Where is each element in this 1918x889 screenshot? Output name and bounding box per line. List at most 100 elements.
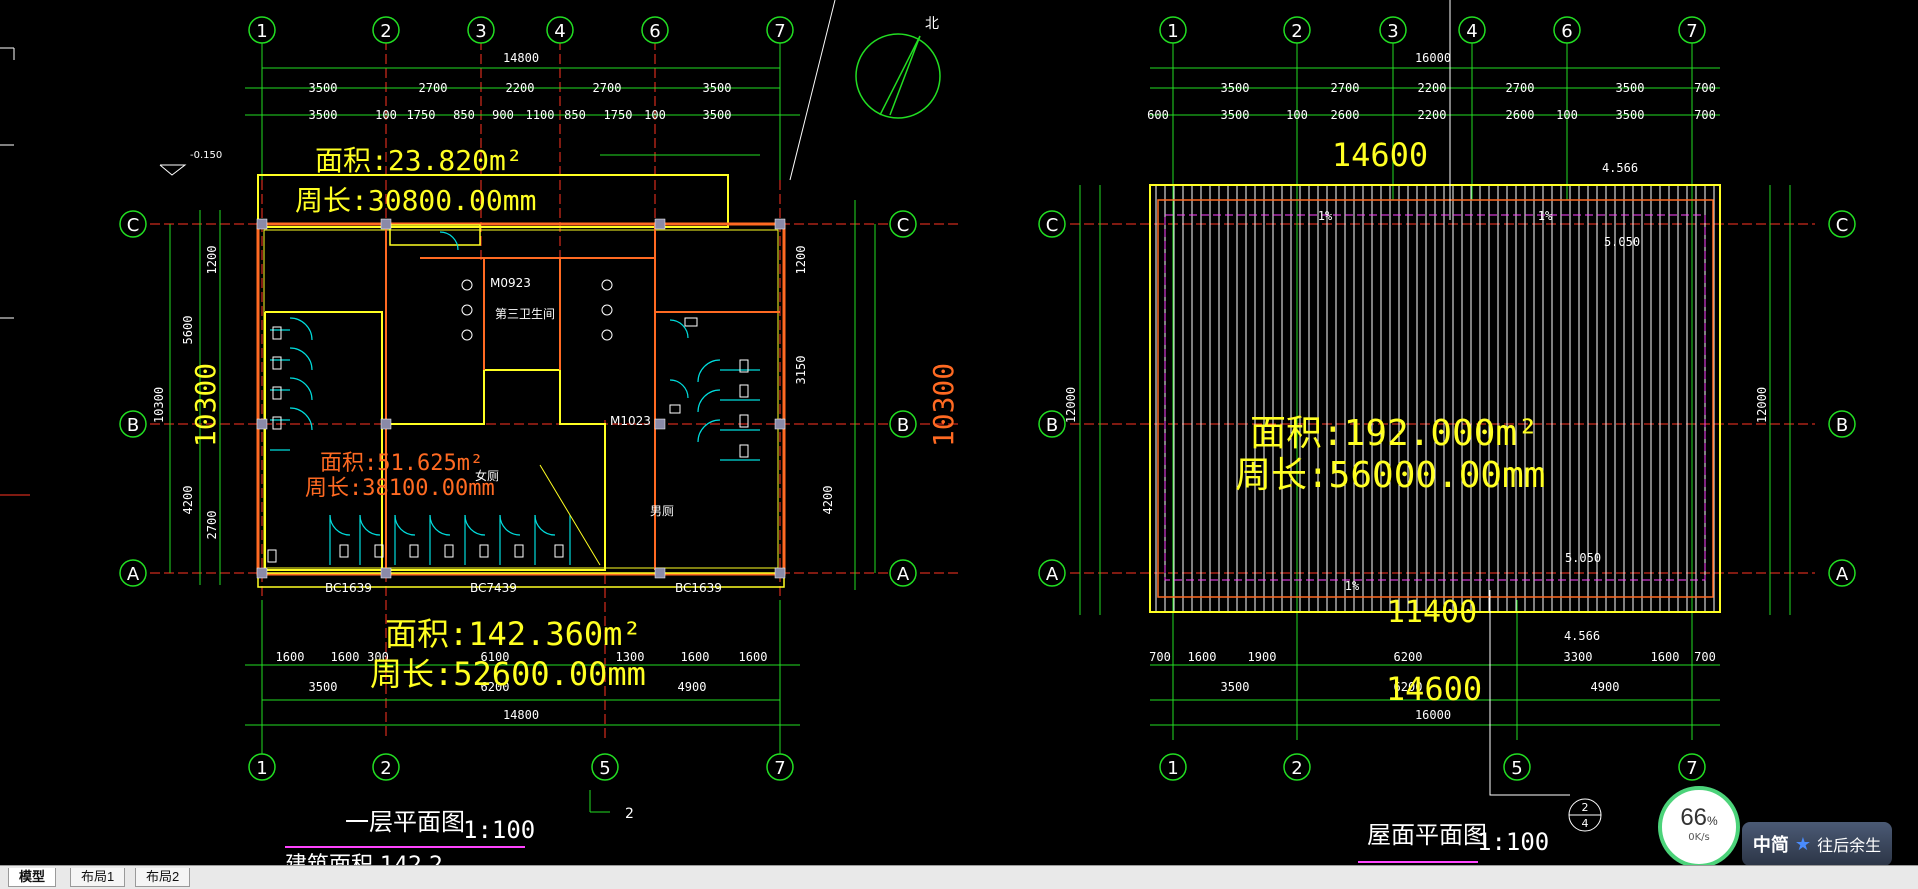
roof-plan[interactable]: 2 4 1 2 3 4 6 7 1 2 5 7 C B A C B A <box>1038 0 1856 863</box>
roof-vertical-dims: 12000 12000 <box>1064 387 1769 423</box>
axis-labels-roof: 1 2 3 4 6 7 1 2 5 7 C B A C B A <box>1046 21 1849 779</box>
dim: 1750 <box>407 108 436 122</box>
dim: 2600 <box>1331 108 1360 122</box>
tab-layout2[interactable]: 布局2 <box>135 868 191 887</box>
perimeter-label: 周长:30800.00mm <box>295 184 536 217</box>
room-label-third-wc: 第三卫生间 <box>495 307 555 321</box>
speed-percent: 66% <box>1680 804 1718 831</box>
room-label-female: 女厕 <box>475 468 499 483</box>
dim: 600 <box>1147 108 1169 122</box>
dim: 3300 <box>1564 650 1593 664</box>
ime-toolbar[interactable]: 中简 ★ 往后余生 <box>1742 822 1892 866</box>
elevation-label: 5.050 <box>1565 551 1601 565</box>
window-label: BC1639 <box>325 581 372 595</box>
dim: 2700 <box>593 81 622 95</box>
ramp-line <box>539 0 836 566</box>
dim: 1100 <box>526 108 555 122</box>
star-icon: ★ <box>1794 833 1812 855</box>
dim: 3500 <box>703 108 732 122</box>
wc-pans <box>267 279 749 563</box>
axis-label: 6 <box>1561 21 1572 42</box>
dim: 100 <box>1286 108 1308 122</box>
dim: 3500 <box>309 680 338 694</box>
dimension-lines <box>169 40 876 760</box>
dim: 4900 <box>678 680 707 694</box>
axis-label: 7 <box>1686 758 1697 779</box>
axis-label: 1 <box>1167 758 1178 779</box>
dim-inner-bottom: 11400 <box>1387 595 1477 630</box>
axis-label: B <box>1046 415 1058 436</box>
dim: 1600 <box>1188 650 1217 664</box>
axis-label: 3 <box>1387 21 1398 42</box>
tab-layout1[interactable]: 布局1 <box>70 868 126 887</box>
axis-bubbles-ff-top <box>248 16 794 44</box>
plan-title-first-floor: 一层平面图 <box>345 808 465 836</box>
tab-model[interactable]: 模型 <box>8 868 57 887</box>
dim: 4200 <box>821 486 835 515</box>
dim-left-total: 12000 <box>1064 387 1078 423</box>
section-ref-number: 2 <box>625 806 634 822</box>
section-leader <box>1489 590 1570 796</box>
slope-label: 1% <box>1538 209 1553 223</box>
floor-walls <box>256 174 786 588</box>
dim: 1600 <box>739 650 768 664</box>
dim: 850 <box>453 108 475 122</box>
dim: 6200 <box>481 680 510 694</box>
first-floor-plan[interactable]: 北 1 2 3 4 6 7 1 2 5 7 <box>119 0 960 865</box>
axis-label: 4 <box>554 21 565 42</box>
axis-label: B <box>1836 415 1848 436</box>
elevation-label: 4.566 <box>1602 161 1638 175</box>
roof-inner-outline <box>1164 214 1706 581</box>
roof-outer-outline <box>1157 199 1714 598</box>
dim: 6200 <box>1394 650 1423 664</box>
axis-label: B <box>127 415 139 436</box>
ff-area-labels: 面积:23.820m² 周长:30800.00mm 面积:51.625m² 周长… <box>295 144 646 693</box>
dim: 700 <box>1694 650 1716 664</box>
axis-label: C <box>897 215 910 236</box>
dim: 4200 <box>181 486 195 515</box>
axis-label: A <box>1046 564 1059 585</box>
axis-label: C <box>1046 215 1059 236</box>
ff-vertical-dims: 1200 5600 4200 2700 1200 3150 4200 10300 <box>152 246 835 540</box>
door-label: M1023 <box>610 414 651 428</box>
dim-right-total: 10300 <box>927 363 960 447</box>
plan-title-roof: 屋面平面图 <box>1367 821 1487 849</box>
dim: 100 <box>1556 108 1578 122</box>
axis-label: B <box>897 415 909 436</box>
axis-label: C <box>1836 215 1849 236</box>
dim: 2700 <box>1331 81 1360 95</box>
ime-brand: 中简 <box>1752 835 1789 856</box>
perimeter-label: 周长:52600.00mm <box>370 655 646 693</box>
ff-room-labels: 第三卫生间 女厕 男厕 M0923 M1023 BC1639 BC7439 BC… <box>190 150 722 595</box>
dim: 100 <box>375 108 397 122</box>
dim-left-inner: 10300 <box>152 387 166 423</box>
elevation-label: 5.050 <box>1604 235 1640 249</box>
left-edge-marks <box>0 47 30 496</box>
roof-hatch-area <box>1149 184 1721 613</box>
dim: 1600 <box>276 650 305 664</box>
axis-label: 2 <box>380 758 391 779</box>
axis-label: 2 <box>1291 758 1302 779</box>
dim-total-bottom: 14800 <box>503 708 539 722</box>
dim: 2200 <box>506 81 535 95</box>
axis-label: 2 <box>380 21 391 42</box>
dim: 700 <box>1694 81 1716 95</box>
dim: 900 <box>492 108 514 122</box>
axis-label: 5 <box>1511 758 1522 779</box>
axis-labels-ff-rows: C B A C B A <box>127 215 910 585</box>
dim: 3500 <box>1221 81 1250 95</box>
dim: 850 <box>564 108 586 122</box>
ime-note: 往后余生 <box>1817 836 1882 855</box>
dim-inner-top: 14600 <box>1332 136 1428 174</box>
cad-drawing-canvas[interactable]: 北 1 2 3 4 6 7 1 2 5 7 <box>0 0 1918 865</box>
room-label-male: 男厕 <box>650 504 674 518</box>
area-label: 面积:192.000m² <box>1250 413 1539 454</box>
axis-label: 1 <box>1167 21 1178 42</box>
axis-label: 6 <box>649 21 660 42</box>
axis-bubbles-ff-bottom <box>248 753 794 781</box>
dim-right-total: 12000 <box>1755 387 1769 423</box>
dim-left-total: 10300 <box>189 363 222 447</box>
slope-label: 1% <box>1345 579 1360 593</box>
dim: 2200 <box>1418 81 1447 95</box>
network-speed-widget[interactable]: 66% 0K/s <box>1658 786 1740 868</box>
